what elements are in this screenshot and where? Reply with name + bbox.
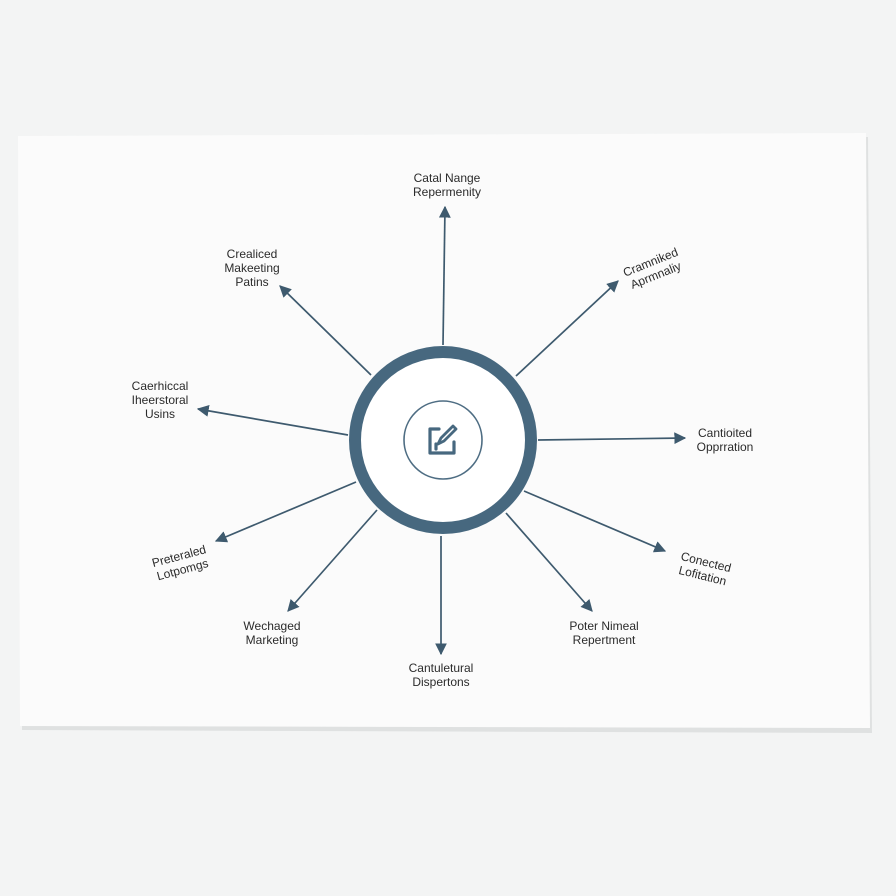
spoke-arrow-lower-right [523, 490, 667, 553]
spokes [196, 205, 687, 656]
spoke-arrow-right [537, 432, 687, 445]
node-label-line: Poter Nimeal [569, 619, 638, 633]
node-label-line: Cantuletural [409, 661, 474, 675]
node-label-line: Opprration [697, 440, 754, 454]
node-label-line: Dispertons [412, 675, 469, 689]
node-label-line: Usins [145, 407, 175, 421]
node-label-line: Caerhiccal [132, 379, 189, 393]
node-label-line: Wechaged [243, 619, 300, 633]
spoke-arrow-top [438, 205, 451, 346]
spoke-arrow-upper-right [515, 280, 619, 377]
node-label-line: Patins [235, 275, 268, 289]
node-label-line: Iheerstoral [132, 393, 189, 407]
spoke-arrow-bottom-left [287, 509, 378, 612]
hub-outer-ring [349, 346, 537, 534]
central-hub [349, 346, 537, 534]
spoke-arrow-upper-left [279, 285, 372, 376]
node-label-line: Catal Nange [414, 171, 481, 185]
spoke-arrow-left [196, 404, 349, 436]
hub-inner-ring [403, 400, 483, 480]
node-label-line: Repertment [573, 633, 636, 647]
node-label-line: Crealiced [227, 247, 278, 261]
node-label-line: Repermenity [413, 185, 481, 199]
spoke-arrow-lower-left [214, 481, 357, 543]
spoke-arrow-bottom-right [505, 512, 593, 612]
node-label-line: Cantioited [698, 426, 752, 440]
edit-checkbox-icon [428, 424, 458, 455]
node-label-line: Marketing [246, 633, 299, 647]
node-label-line: Makeeting [224, 261, 279, 275]
